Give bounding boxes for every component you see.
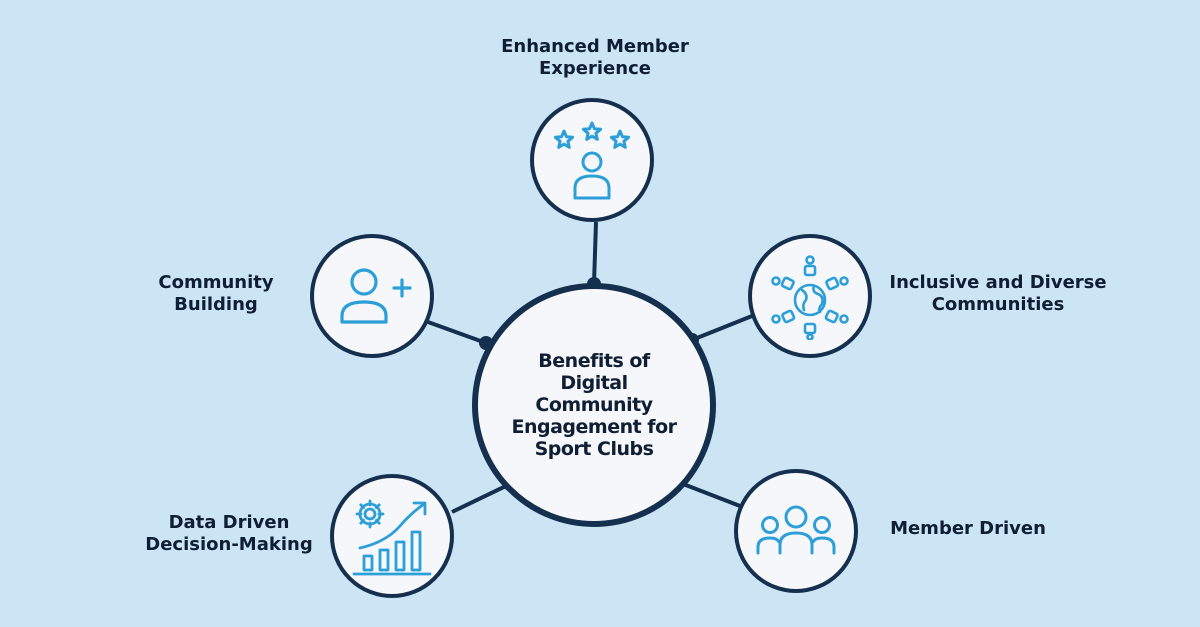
node-member-driven [734,469,858,593]
member-group-icon [756,505,836,555]
growth-chart-gear-icon [352,499,432,576]
node-enhanced-member-experience [530,98,654,222]
node-inclusive-diverse-communities [748,234,872,358]
label-community-building: Community Building [158,272,274,315]
connector-left-bottom [451,482,511,514]
connector-right-top [691,314,753,342]
connector-top [592,221,598,285]
connector-left-top [427,320,487,345]
label-enhanced-member-experience: Enhanced Member Experience [501,36,689,79]
user-rating-stars-icon [553,121,631,200]
connector-right-bottom [677,480,741,508]
global-community-icon [771,255,849,340]
node-data-driven-decision-making [330,474,454,598]
node-community-building [310,234,434,358]
center-circle: Benefits of Digital Community Engagement… [472,283,716,527]
label-inclusive-diverse-communities: Inclusive and Diverse Communities [889,272,1107,315]
add-user-icon [340,268,412,324]
center-title: Benefits of Digital Community Engagement… [511,350,677,460]
label-data-driven-decision-making: Data Driven Decision-Making [145,512,313,555]
label-member-driven: Member Driven [890,518,1046,539]
